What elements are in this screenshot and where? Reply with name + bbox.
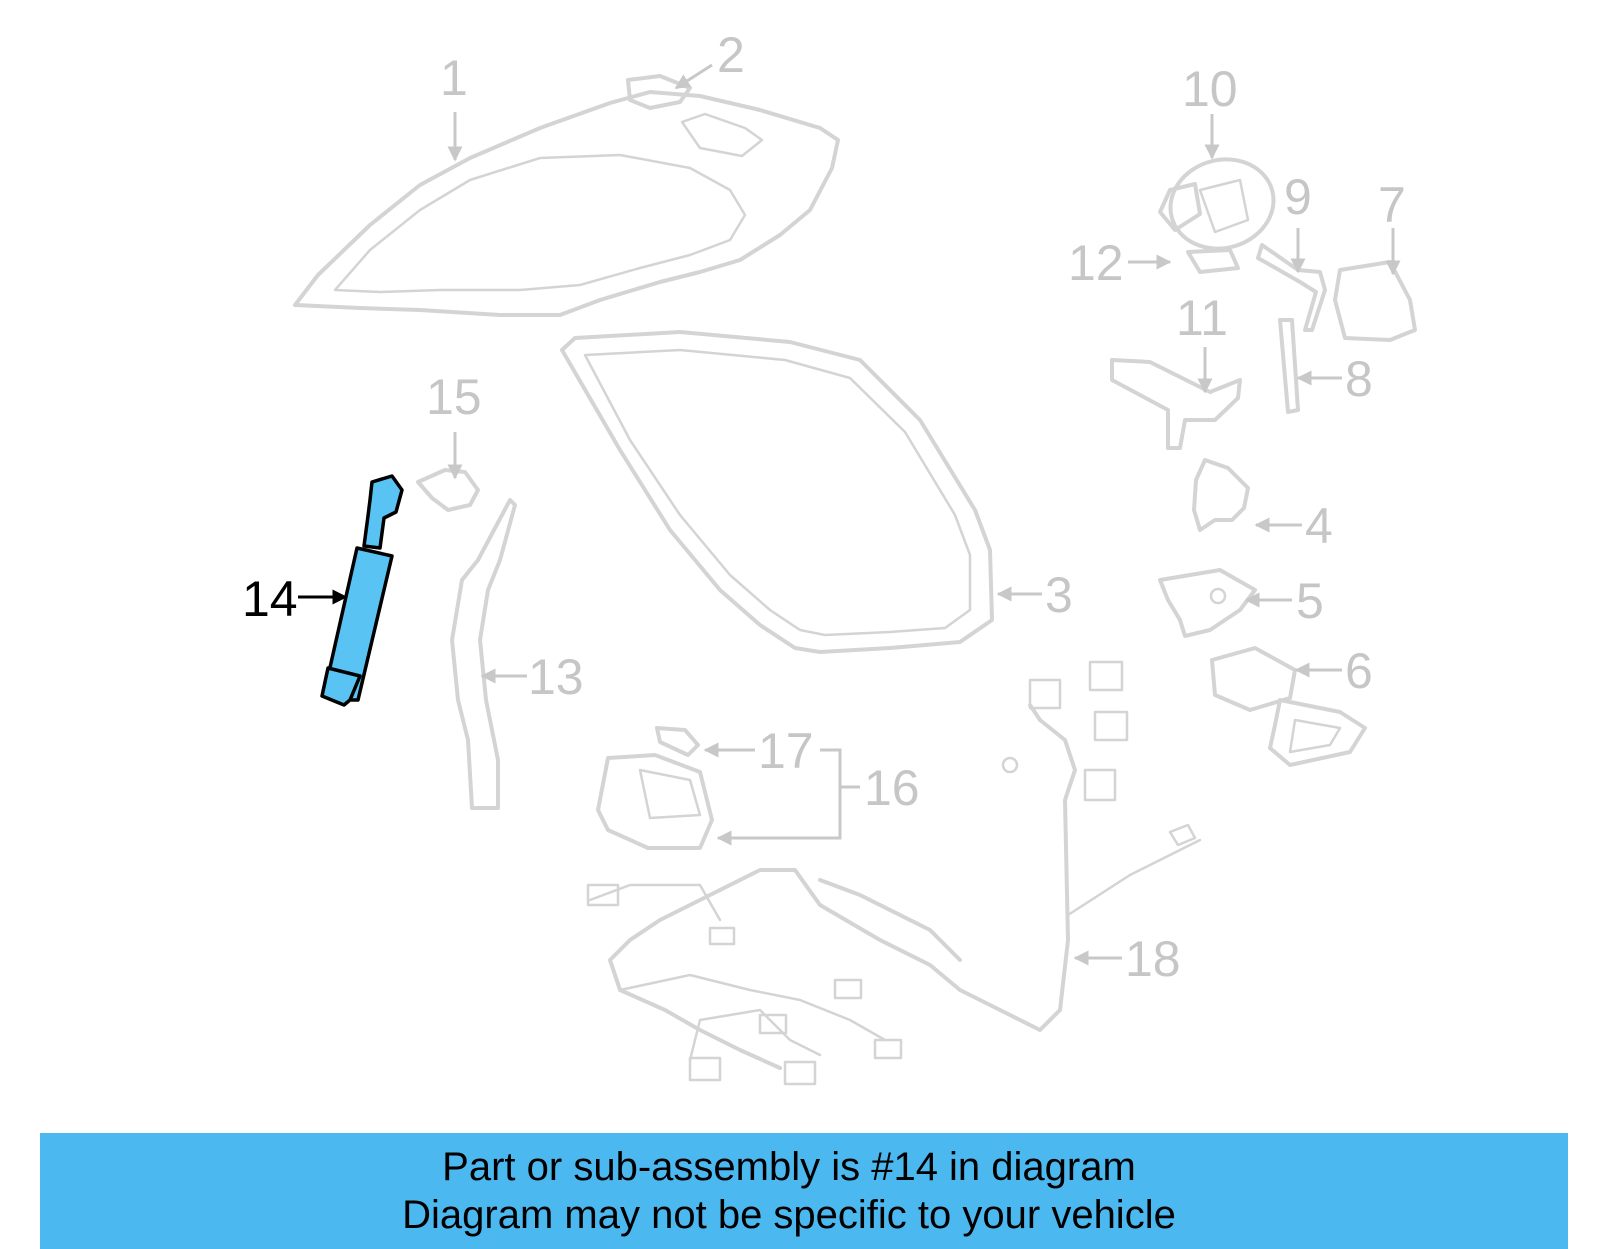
part-13-hinge bbox=[450, 498, 517, 810]
banner-line-disclaimer: Diagram may not be specific to your vehi… bbox=[402, 1193, 1176, 1237]
callout-15: 15 bbox=[426, 369, 482, 425]
callout-11: 11 bbox=[1176, 290, 1228, 346]
callout-14: 14 bbox=[242, 571, 298, 627]
callout-10: 10 bbox=[1182, 61, 1238, 117]
callout-3: 3 bbox=[1045, 567, 1073, 623]
callout-17: 17 bbox=[758, 723, 814, 779]
callout-16: 16 bbox=[864, 760, 920, 816]
callout-5: 5 bbox=[1296, 573, 1324, 629]
part-18-harness bbox=[586, 660, 1202, 1086]
part-1-trunk-lid bbox=[293, 90, 840, 317]
callout-6: 6 bbox=[1345, 643, 1373, 699]
part-8-rod bbox=[1278, 318, 1300, 414]
part-12-bulb bbox=[1186, 248, 1240, 274]
banner-line-part: Part or sub-assembly is #14 in diagram bbox=[442, 1145, 1136, 1189]
callout-7: 7 bbox=[1378, 177, 1406, 233]
part-14-lift-support bbox=[320, 474, 404, 707]
part-16-lamp bbox=[596, 753, 714, 850]
part-2-clip bbox=[626, 74, 692, 110]
callout-18: 18 bbox=[1125, 931, 1181, 987]
parts-diagram: 1 2 3 4 5 6 7 8 9 10 11 12 13 14 15 16 1… bbox=[242, 27, 1417, 1086]
callout-2: 2 bbox=[717, 27, 745, 83]
part-17-bulb bbox=[655, 726, 700, 757]
callout-12: 12 bbox=[1068, 235, 1124, 291]
callout-9: 9 bbox=[1284, 169, 1312, 225]
part-10-emblem bbox=[1158, 157, 1276, 251]
part-9-rod bbox=[1256, 243, 1327, 332]
callout-13: 13 bbox=[528, 649, 584, 705]
part-7-cover bbox=[1333, 260, 1417, 342]
part-11-bracket bbox=[1110, 358, 1242, 450]
leader-lines bbox=[298, 63, 1401, 966]
part-5-latch bbox=[1158, 568, 1257, 638]
callout-8: 8 bbox=[1345, 351, 1373, 407]
callout-labels: 1 2 3 4 5 6 7 8 9 10 11 12 13 14 15 16 1… bbox=[242, 27, 1406, 987]
part-15-stop bbox=[416, 468, 480, 512]
part-4-bracket bbox=[1192, 458, 1250, 532]
notice-banner: Part or sub-assembly is #14 in diagram D… bbox=[40, 1133, 1568, 1249]
part-6-handle bbox=[1210, 646, 1367, 767]
part-3-weatherstrip bbox=[560, 330, 994, 654]
callout-1: 1 bbox=[440, 50, 468, 106]
callout-4: 4 bbox=[1305, 498, 1333, 554]
